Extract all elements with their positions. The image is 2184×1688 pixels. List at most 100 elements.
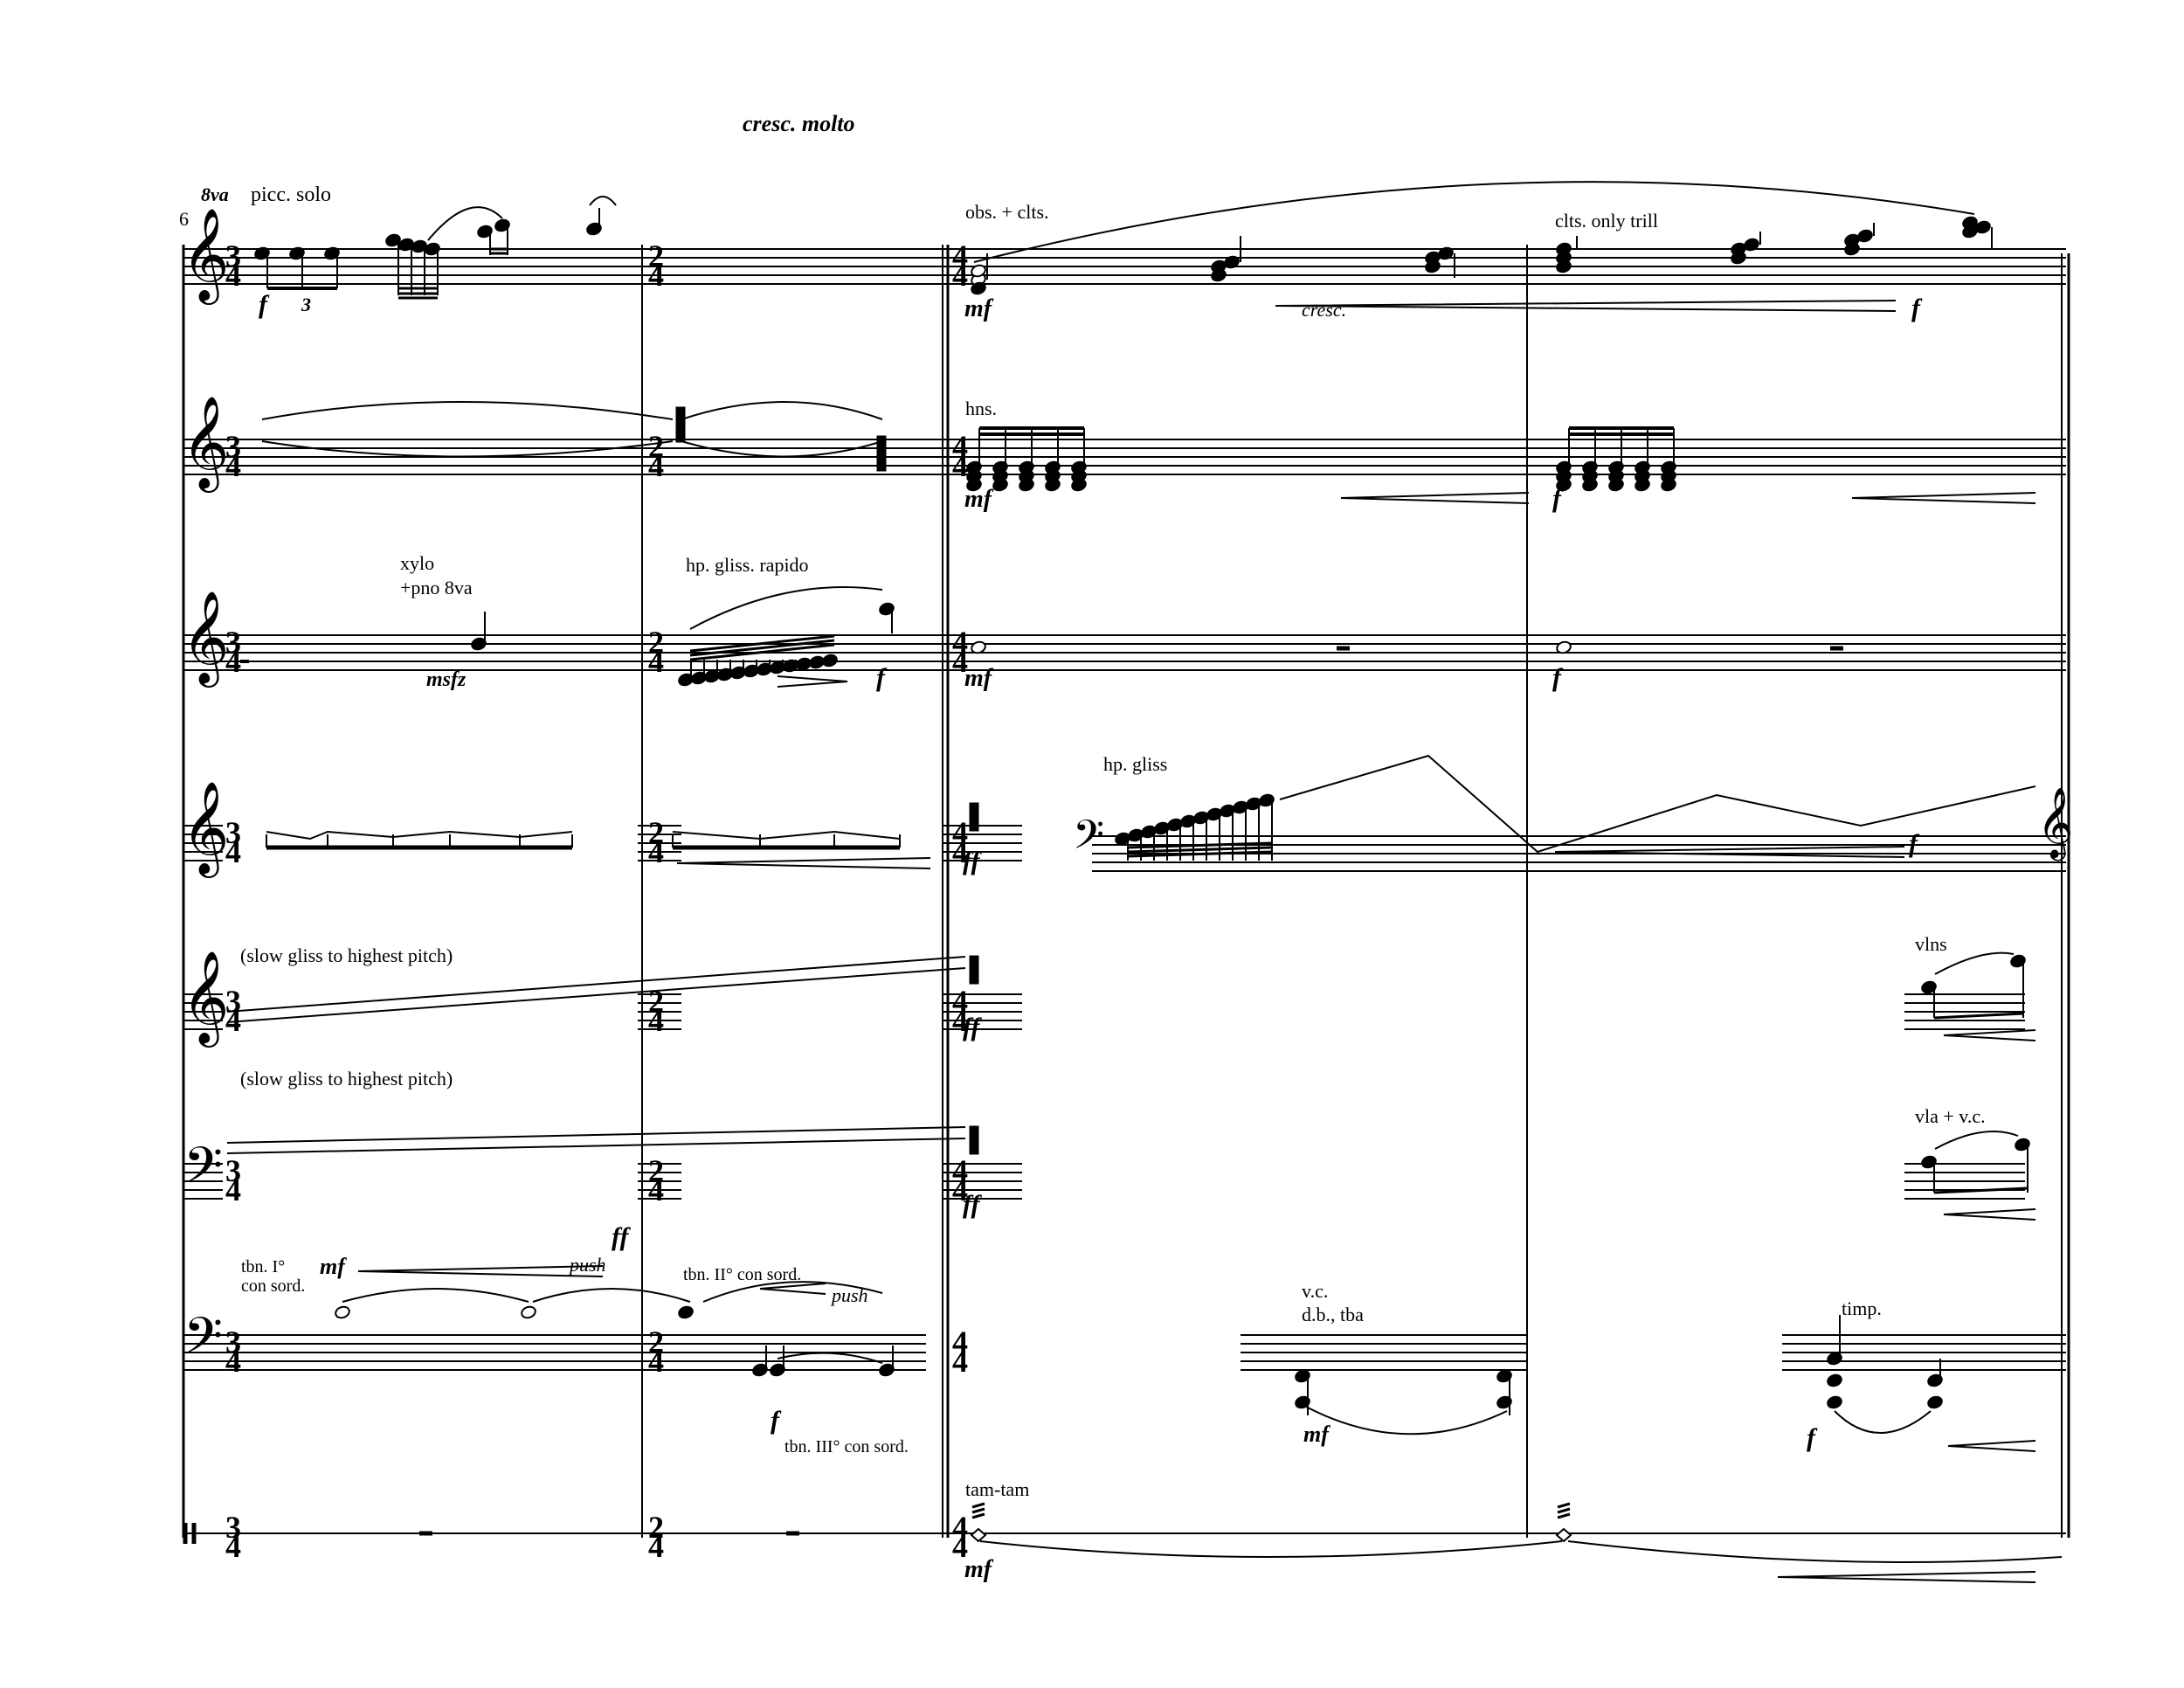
hairpin-crescendo <box>1554 846 1905 858</box>
hns-label: hns. <box>965 398 997 419</box>
diamond-notehead <box>1555 1527 1572 1543</box>
notehead <box>1496 1369 1512 1383</box>
vc-label: v.c. <box>1302 1280 1328 1302</box>
beam <box>1127 850 1273 858</box>
time-signature-numerator: 4 <box>952 815 968 850</box>
notehead <box>1921 1155 1937 1169</box>
notehead-block <box>969 802 979 832</box>
slur <box>1934 951 2015 975</box>
cresc-label: cresc. <box>1302 299 1346 321</box>
dynamic-f: f <box>1807 1423 1818 1452</box>
notehead <box>1744 238 1759 252</box>
notehead <box>1608 478 1624 492</box>
notehead <box>678 1305 694 1319</box>
hairpin-crescendo <box>759 1283 826 1295</box>
tam-tam-label: tam-tam <box>965 1478 1029 1500</box>
tremolo-stroke <box>971 1507 985 1514</box>
hairpin-crescendo <box>1947 1440 2036 1452</box>
time-signature-denominator: 4 <box>952 644 968 679</box>
notehead <box>1425 259 1441 273</box>
time-signature-numerator: 4 <box>952 1153 968 1188</box>
notehead <box>1556 640 1572 654</box>
dynamic-mf: mf <box>1303 1422 1330 1447</box>
dynamic-msfz: msfz <box>426 668 467 691</box>
notation-marks <box>226 181 2063 1583</box>
beam <box>1127 846 1273 854</box>
tie <box>681 401 883 420</box>
time-signature-numerator: 4 <box>952 984 968 1019</box>
dynamic-mf: mf <box>964 486 994 513</box>
notehead <box>398 238 414 252</box>
hp-gliss-label: hp. gliss <box>1103 753 1167 775</box>
time-signature: 44 <box>952 1510 968 1564</box>
notehead <box>425 242 440 256</box>
barlines <box>182 245 2070 1538</box>
hairpin-crescendo <box>1340 492 1530 504</box>
vla-vc-label: vla + v.c. <box>1915 1105 1986 1127</box>
time-signature-numerator: 4 <box>952 239 968 273</box>
time-signature-denominator: 4 <box>952 1344 968 1379</box>
hairpin-decrescendo <box>777 675 848 688</box>
time-signature-denominator: 4 <box>225 448 241 483</box>
time-signature-denominator: 4 <box>648 258 664 293</box>
dynamic-f: f <box>1552 484 1564 513</box>
tbn3-label: tbn. III° con sord. <box>784 1437 909 1456</box>
dynamic-ff: ff <box>963 1190 982 1219</box>
tie <box>777 1352 883 1364</box>
time-signature-denominator: 4 <box>952 1529 968 1564</box>
time-signature-denominator: 4 <box>225 834 241 869</box>
time-signature: 44 <box>952 429 968 483</box>
time-signature: 44 <box>952 1325 968 1379</box>
notehead <box>992 478 1008 492</box>
tremolo-stroke <box>1557 1507 1571 1514</box>
tie <box>532 1288 691 1303</box>
notehead <box>1556 478 1572 492</box>
time-signature-denominator: 4 <box>648 1344 664 1379</box>
notehead <box>1295 1395 1310 1409</box>
notehead <box>971 640 986 654</box>
notehead <box>411 239 427 253</box>
time-signature: 24 <box>648 815 664 869</box>
treble-clef-icon: 𝄞 <box>182 951 229 1048</box>
notehead <box>1661 478 1676 492</box>
time-signature: 24 <box>648 1153 664 1207</box>
notehead <box>1438 246 1454 260</box>
time-signature-numerator: 3 <box>225 1325 241 1359</box>
time-signature: 34 <box>225 1325 241 1379</box>
time-signature: 34 <box>225 815 241 869</box>
time-signature: 44 <box>952 815 968 869</box>
gliss-line <box>266 830 573 841</box>
dynamic-f: f <box>771 1406 782 1435</box>
clefs: 𝄞 𝄞 𝄞 𝄞 𝄞 𝄢 𝄢 𝄢 𝄞 <box>182 209 2073 1377</box>
hp-gliss-rapido-label: hp. gliss. rapido <box>686 554 809 576</box>
time-signature-denominator: 4 <box>648 644 664 679</box>
notehead <box>971 281 986 295</box>
clts-only-trill-label: clts. only trill <box>1555 210 1658 232</box>
notehead <box>1556 259 1572 273</box>
tie <box>261 401 674 420</box>
diamond-notehead <box>970 1527 987 1543</box>
time-signature-numerator: 3 <box>225 815 241 850</box>
ottava-mark: 8va <box>201 183 229 205</box>
notehead <box>2015 1138 2030 1152</box>
dynamic-mf: mf <box>964 295 994 322</box>
dynamic-f: f <box>1909 829 1920 858</box>
time-signature-denominator: 4 <box>952 1003 968 1038</box>
tie <box>1567 1540 2063 1563</box>
push-label: push <box>830 1284 868 1306</box>
tempo-expression: cresc. molto <box>743 111 855 136</box>
time-signature: 34 <box>225 984 241 1038</box>
notehead <box>966 478 982 492</box>
measure-number: 6 <box>179 208 189 230</box>
gliss-line <box>672 830 901 841</box>
bass-clef-icon: 𝄢 <box>183 1139 223 1207</box>
notehead <box>494 218 510 232</box>
time-signature-numerator: 3 <box>225 1510 241 1545</box>
notehead-block <box>969 1125 979 1155</box>
dynamic-ff: ff <box>963 847 982 875</box>
time-signature-numerator: 2 <box>648 984 664 1019</box>
time-signature-numerator: 3 <box>225 239 241 273</box>
dynamic-mf: mf <box>320 1254 347 1279</box>
time-signature-denominator: 4 <box>225 1173 241 1207</box>
notehead <box>1224 255 1240 269</box>
